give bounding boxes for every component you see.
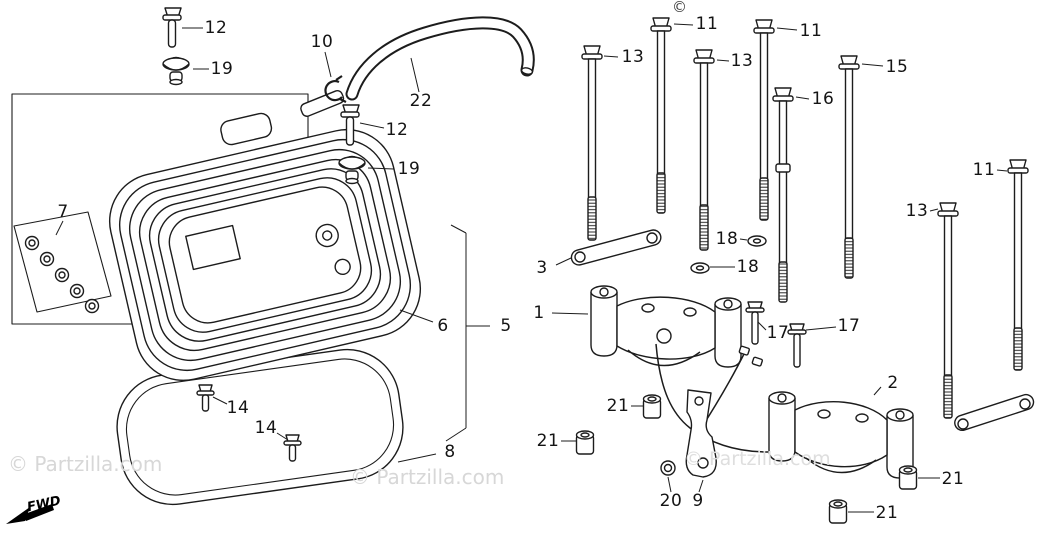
bolt-14-a-drawing [196, 384, 215, 412]
bolt-14-b-drawing [283, 434, 302, 462]
part-number-callout: 1 [533, 303, 545, 323]
bushing-21-c-drawing [898, 465, 918, 490]
grommet-19-b-drawing [338, 155, 366, 185]
bolt-11-a-drawing [650, 17, 672, 214]
washer-18-b-drawing [690, 262, 710, 274]
bolt-13-b-drawing [693, 49, 715, 251]
part-number-callout: 22 [409, 91, 433, 111]
bolt-11-c-drawing [1007, 159, 1029, 371]
part-number-callout: 11 [695, 14, 719, 34]
rocker-holder-1-drawing [590, 285, 742, 368]
part-number-callout: 21 [536, 431, 560, 451]
part-number-callout: 12 [204, 18, 228, 38]
part-number-callout: 6 [437, 316, 449, 336]
grommet-19-a-drawing [162, 56, 190, 86]
bolt-13-a-drawing [581, 45, 603, 241]
o-ring-20-drawing [660, 460, 676, 476]
part-number-callout: 18 [715, 229, 739, 249]
bushing-21-d-drawing [828, 499, 848, 524]
bolt-16-drawing [772, 87, 794, 303]
part-number-callout: 10 [310, 32, 334, 52]
part-number-callout: 14 [226, 398, 250, 418]
bolt-17-a-drawing [745, 301, 765, 345]
cable-drawing [655, 343, 769, 453]
part-number-callout: 16 [811, 89, 835, 109]
fwd-arrow-icon [6, 504, 54, 524]
cylinder-head-cover-drawing [108, 112, 422, 382]
part-number-callout: 21 [941, 469, 965, 489]
part-number-callout: 3 [536, 258, 548, 278]
part-number-callout: 11 [799, 21, 823, 41]
bracket-9-drawing [685, 389, 717, 478]
bushing-21-a-drawing [642, 394, 662, 419]
part-number-callout: 21 [875, 503, 899, 523]
leader-lines [55, 23, 1008, 513]
hose-clip-10-drawing [324, 75, 347, 103]
part-number-callout: 7 [57, 202, 69, 222]
part-number-callout: 19 [210, 59, 234, 79]
bushing-21-b-drawing [575, 430, 595, 455]
part-number-callout: 13 [730, 51, 754, 71]
bolt-12-b-drawing [340, 104, 360, 146]
part-number-callout: 2 [887, 373, 899, 393]
bolt-12-a-drawing [162, 7, 182, 48]
sealing-caps-7-drawing [13, 211, 112, 314]
part-number-callout: 17 [837, 316, 861, 336]
part-number-callout: 14 [254, 418, 278, 438]
rocker-holder-2-drawing [768, 391, 914, 479]
breather-hose-22-drawing [345, 16, 535, 101]
bolt-17-b-drawing [787, 323, 807, 368]
part-number-callout: 12 [385, 120, 409, 140]
arm-3-drawing [570, 229, 662, 266]
part-number-callout: 13 [905, 201, 929, 221]
part-number-callout: 8 [444, 442, 456, 462]
part-number-callout: 15 [885, 57, 909, 77]
part-number-callout: 17 [766, 323, 790, 343]
part-number-callout: 5 [500, 316, 512, 336]
part-number-callout: 19 [397, 159, 421, 179]
cable-clip-icon [738, 345, 750, 356]
washer-18-a-drawing [747, 235, 767, 247]
bolt-11-b-drawing [753, 19, 775, 221]
part-number-callout: 13 [621, 47, 645, 67]
part-number-callout: 9 [692, 491, 704, 511]
cable-clip-icon [751, 356, 763, 367]
breather-nozzle-drawing [300, 90, 345, 117]
bolt-15-drawing [838, 55, 860, 279]
arm-right-drawing [954, 393, 1035, 432]
part-number-callout: 21 [606, 396, 630, 416]
part-number-callout: 18 [736, 257, 760, 277]
part-number-callout: 11 [972, 160, 996, 180]
bolt-13-c-drawing [937, 202, 959, 419]
part-number-callout: 20 [659, 491, 683, 511]
